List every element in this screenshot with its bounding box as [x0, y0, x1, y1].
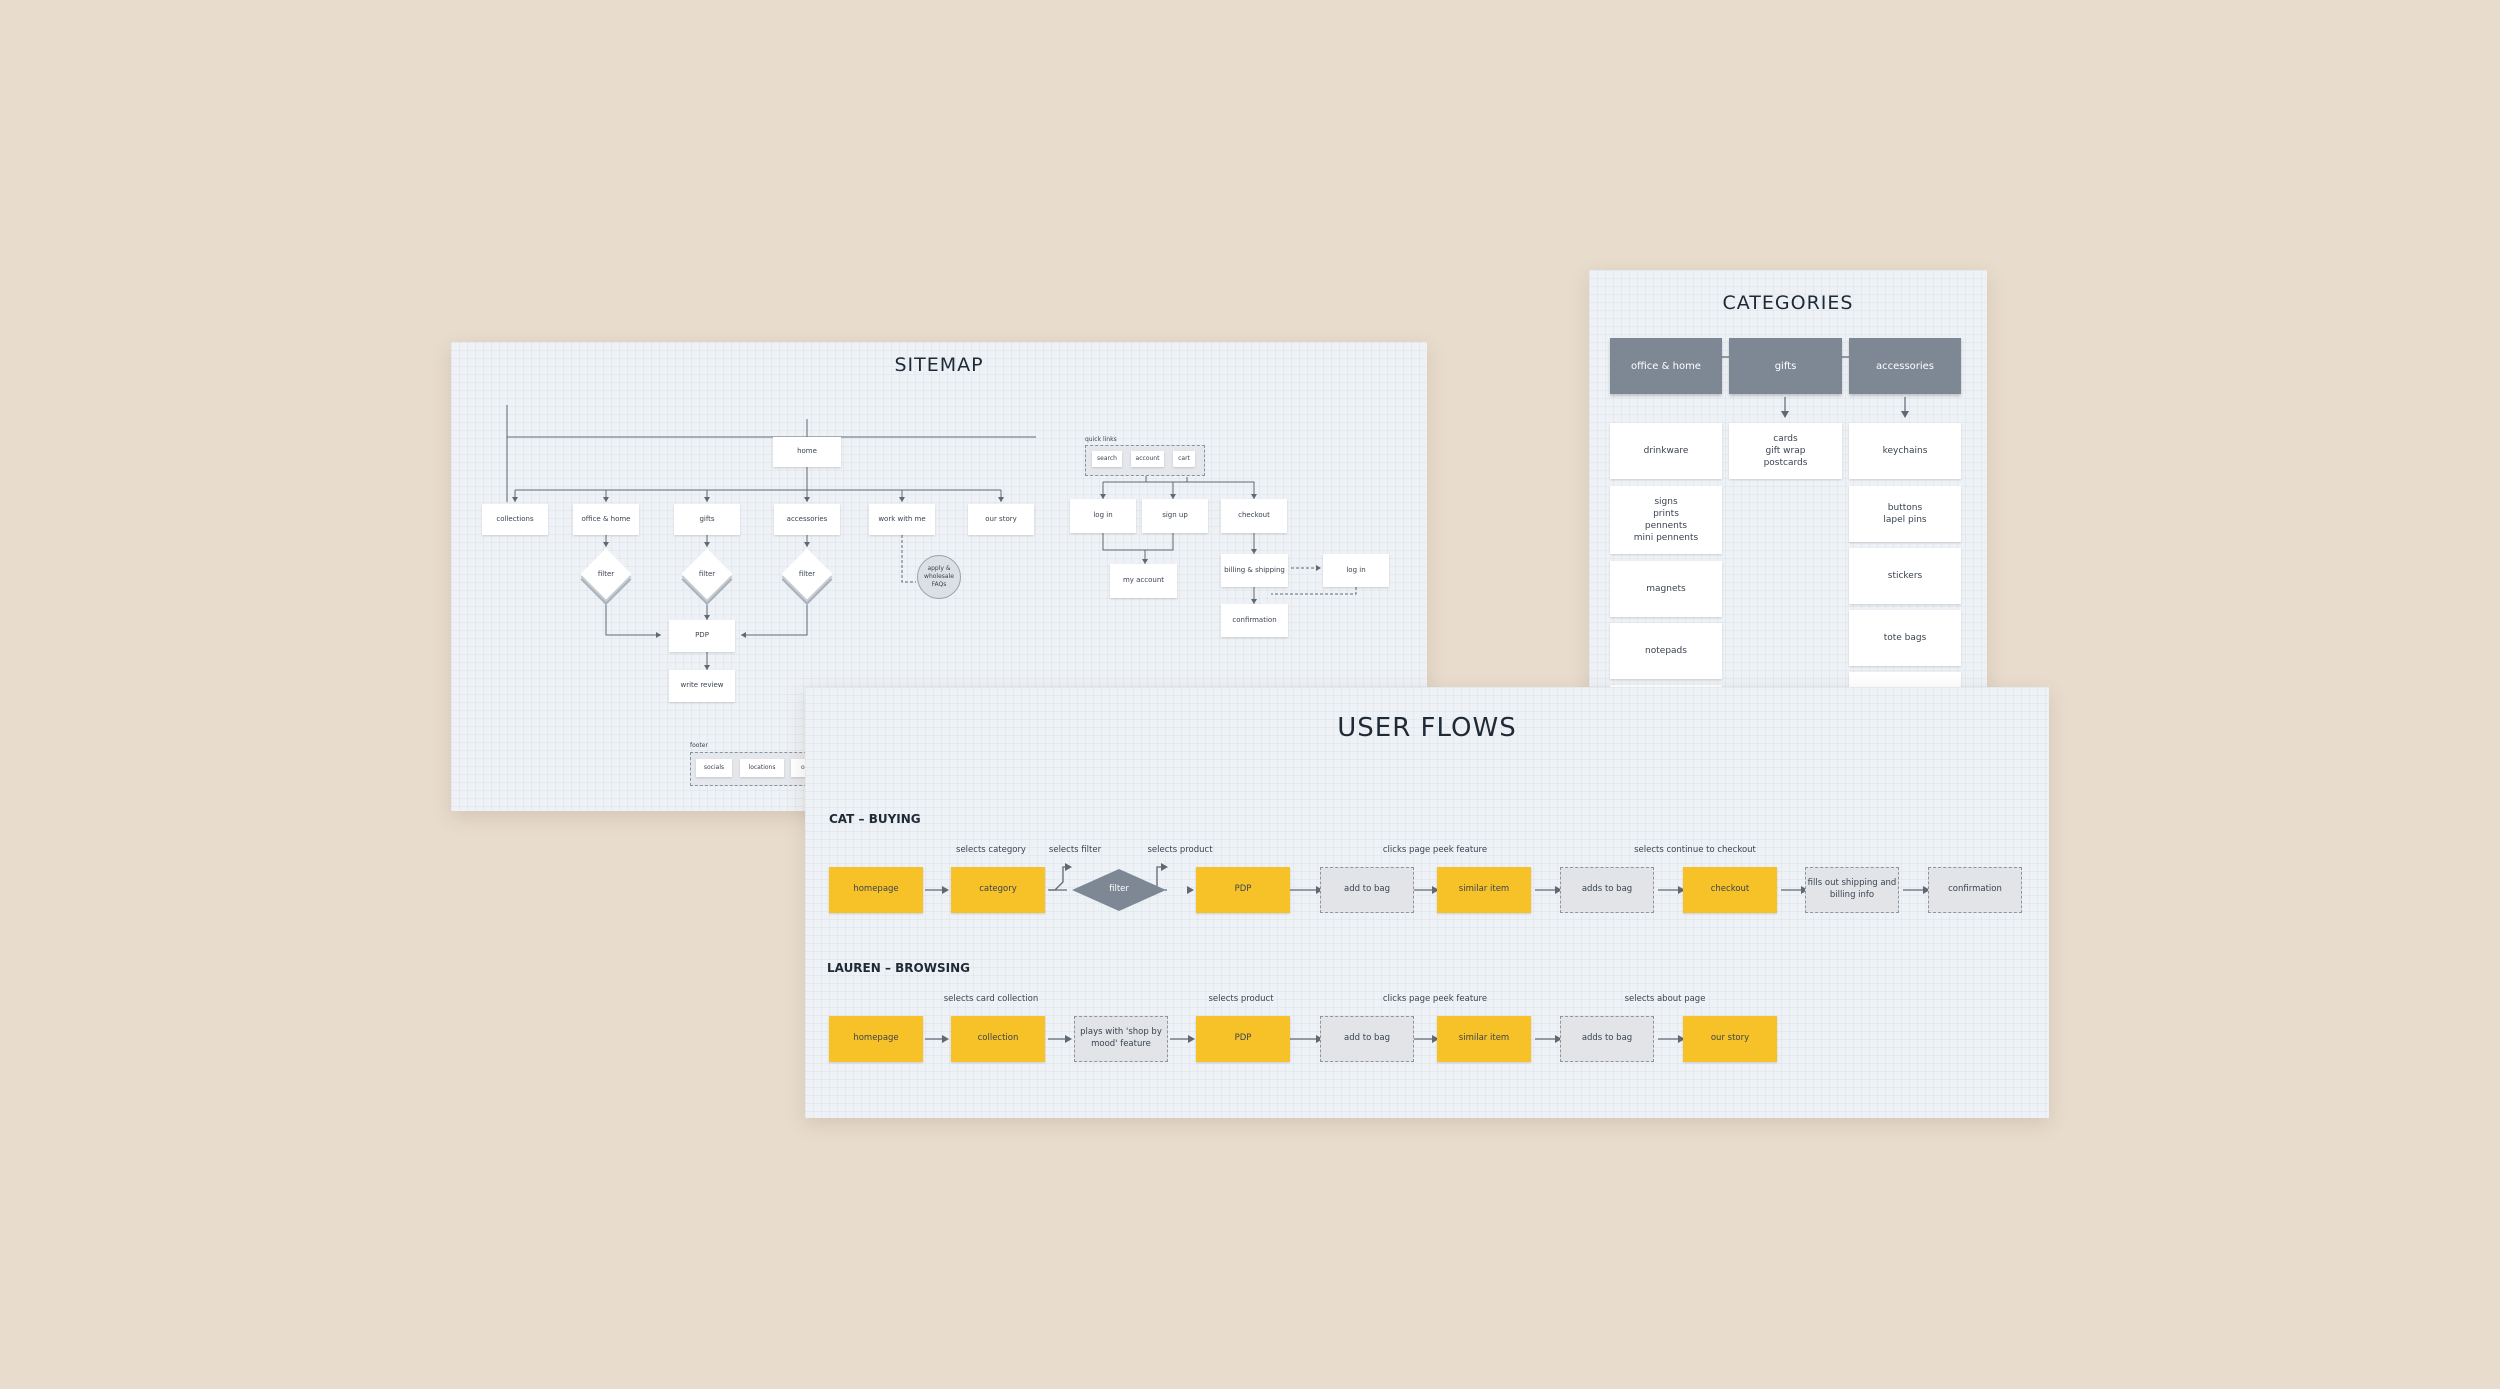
flow2-step-our-story: our story — [1683, 1016, 1777, 1062]
node-gifts: gifts — [674, 504, 740, 535]
flow1-step-confirmation: confirmation — [1928, 867, 2022, 913]
user-flows-title: USER FLOWS — [1337, 713, 1517, 743]
flow1-action: clicks page peek feature — [1382, 845, 1488, 855]
node-our-story: our story — [968, 504, 1034, 535]
flow2-action: selects about page — [1624, 994, 1706, 1004]
sitemap-connectors — [506, 405, 1357, 670]
categories-title: CATEGORIES — [1722, 292, 1854, 314]
flow2-step-similar-item: similar item — [1437, 1016, 1531, 1062]
flow1-step-similar-item: similar item — [1437, 867, 1531, 913]
flow1-step-category: category — [951, 867, 1045, 913]
category-item: stickers — [1849, 548, 1961, 604]
node-search: search — [1092, 451, 1122, 467]
node-accessories: accessories — [774, 504, 840, 535]
user-flows-connectors — [925, 863, 1930, 1043]
flow2-step-pdp: PDP — [1196, 1016, 1290, 1062]
sitemap-board: SITEMAP — [451, 342, 1427, 811]
category-header-accessories: accessories — [1849, 338, 1961, 394]
category-item: signs prints pennents mini pennents — [1610, 486, 1722, 554]
node-sign-up: sign up — [1142, 499, 1208, 533]
sitemap-title: SITEMAP — [894, 354, 984, 376]
node-account: account — [1131, 451, 1164, 467]
node-socials: socials — [696, 759, 732, 777]
node-collections: collections — [482, 504, 548, 535]
flow-filter-diamond — [1072, 869, 1166, 911]
flow2-action: selects product — [1208, 994, 1274, 1004]
flow1-action: selects category — [956, 845, 1026, 855]
flow1-action: selects filter — [1048, 845, 1102, 855]
flow1-step-checkout: checkout — [1683, 867, 1777, 913]
category-item: magnets — [1610, 561, 1722, 617]
node-write-review: write review — [669, 670, 735, 702]
flow1-step-adds-to-bag: adds to bag — [1560, 867, 1654, 913]
node-filter-accessories: filter — [779, 548, 835, 600]
category-item: cards gift wrap postcards — [1729, 423, 1842, 479]
node-checkout: checkout — [1221, 499, 1287, 533]
node-my-account: my account — [1110, 564, 1177, 598]
flow1-step-homepage: homepage — [829, 867, 923, 913]
category-item: keychains — [1849, 423, 1961, 479]
flow1-action: selects continue to checkout — [1634, 845, 1756, 855]
flow2-step-collection: collection — [951, 1016, 1045, 1062]
node-locations: locations — [740, 759, 784, 777]
flow2-action: selects card collection — [943, 994, 1039, 1004]
filter-label: filter — [698, 570, 716, 578]
flow1-step-shipping-billing: fills out shipping and billing info — [1805, 867, 1899, 913]
quick-links-label: quick links — [1085, 436, 1117, 443]
node-home: home — [773, 437, 841, 467]
node-confirmation: confirmation — [1221, 604, 1288, 637]
node-apply-wholesale: apply & wholesale FAQs — [917, 555, 961, 599]
node-pdp: PDP — [669, 620, 735, 652]
flow2-step-homepage: homepage — [829, 1016, 923, 1062]
category-item: tote bags — [1849, 610, 1961, 666]
flow2-step-add-to-bag: add to bag — [1320, 1016, 1414, 1062]
flow2-step-adds-to-bag: adds to bag — [1560, 1016, 1654, 1062]
flow1-title: CAT – BUYING — [829, 812, 921, 826]
category-item: notepads — [1610, 623, 1722, 679]
category-header-gifts: gifts — [1729, 338, 1842, 394]
node-cart: cart — [1173, 451, 1195, 467]
node-filter-office: filter — [578, 548, 634, 600]
filter-label: filter — [597, 570, 615, 578]
flow2-step-shop-by-mood: plays with 'shop by mood' feature — [1074, 1016, 1168, 1062]
categories-board: CATEGORIES office & home gifts accessori… — [1589, 270, 1987, 745]
flow2-action: clicks page peek feature — [1382, 994, 1488, 1004]
node-work-with-me: work with me — [869, 504, 935, 535]
user-flows-board: USER FLOWS — [805, 687, 2049, 1118]
category-item: buttons lapel pins — [1849, 486, 1961, 542]
footer-label: footer — [690, 742, 708, 749]
flow1-step-add-to-bag: add to bag — [1320, 867, 1414, 913]
flow1-step-filter: filter — [1109, 884, 1129, 895]
node-office-home: office & home — [573, 504, 639, 535]
flow1-action: selects product — [1147, 845, 1213, 855]
node-log-in: log in — [1070, 499, 1136, 533]
flow2-title: LAUREN – BROWSING — [827, 961, 970, 975]
filter-label: filter — [798, 570, 816, 578]
node-filter-gifts: filter — [679, 548, 735, 600]
category-header-office-home: office & home — [1610, 338, 1722, 394]
node-log-in-checkout: log in — [1323, 554, 1389, 587]
category-item: drinkware — [1610, 423, 1722, 479]
node-billing-shipping: billing & shipping — [1221, 554, 1288, 587]
flow1-step-pdp: PDP — [1196, 867, 1290, 913]
